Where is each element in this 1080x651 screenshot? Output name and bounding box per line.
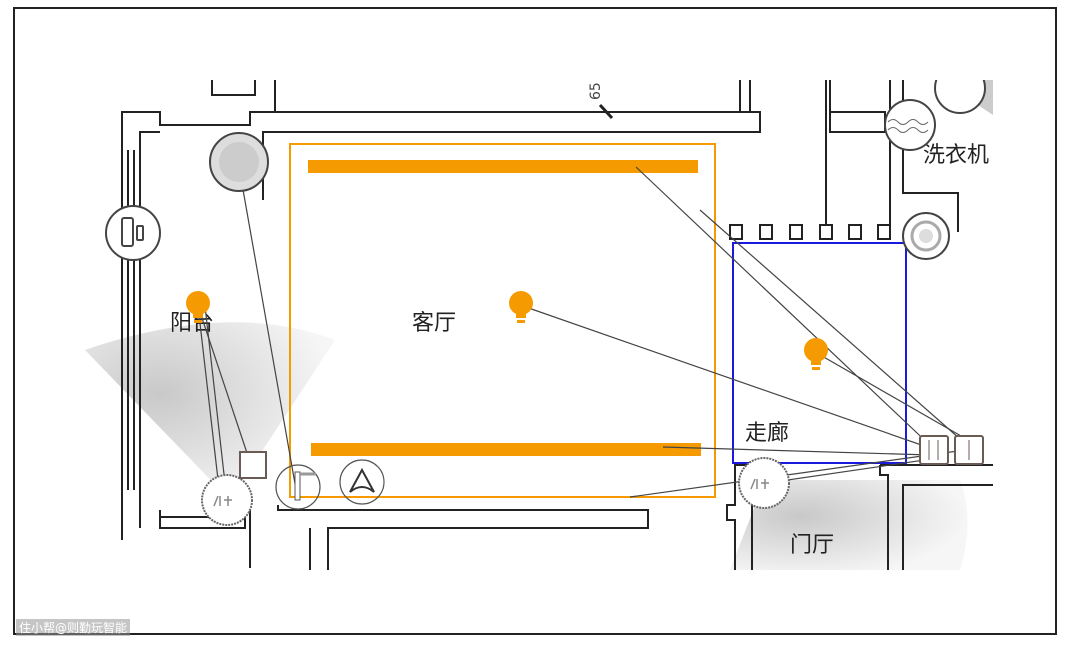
curtain-icon[interactable]	[275, 464, 321, 510]
bulb-icon-corridor[interactable]	[804, 338, 828, 370]
device-links	[197, 166, 969, 498]
column-row	[729, 224, 891, 240]
room-label-corridor: 走廊	[745, 421, 789, 446]
plan-frame	[13, 7, 1057, 635]
room-label-laundry: 洗衣机	[923, 143, 989, 168]
light-strip-top[interactable]	[308, 160, 698, 173]
motion-sensor-entrance-icon[interactable]	[738, 457, 790, 509]
switch-balcony[interactable]	[239, 451, 267, 479]
motion-sensor-balcony-icon[interactable]	[201, 474, 253, 526]
bulb-icon-balcony[interactable]	[186, 291, 210, 323]
water-valve-icon[interactable]	[902, 212, 950, 260]
zone-corridor[interactable]	[732, 242, 907, 464]
gateway-icon[interactable]	[339, 459, 385, 505]
watermark: 住小帮@则勤玩智能	[16, 619, 131, 636]
room-label-living-room: 客厅	[412, 311, 456, 336]
dimension-tick	[598, 103, 614, 120]
ceiling-sensor[interactable]	[209, 132, 269, 192]
dimension-label: 65	[588, 82, 604, 100]
zone-living-room[interactable]	[289, 143, 716, 498]
door-sensor-icon[interactable]	[105, 205, 161, 261]
light-strip-bottom[interactable]	[311, 443, 701, 456]
switch-double[interactable]	[954, 435, 984, 465]
washing-machine-icon[interactable]	[884, 63, 986, 151]
switch-triple[interactable]	[919, 435, 949, 465]
sensor-coverage-entrance	[730, 480, 968, 570]
bulb-icon-living-room[interactable]	[509, 291, 533, 323]
room-label-entrance: 门厅	[790, 533, 834, 558]
